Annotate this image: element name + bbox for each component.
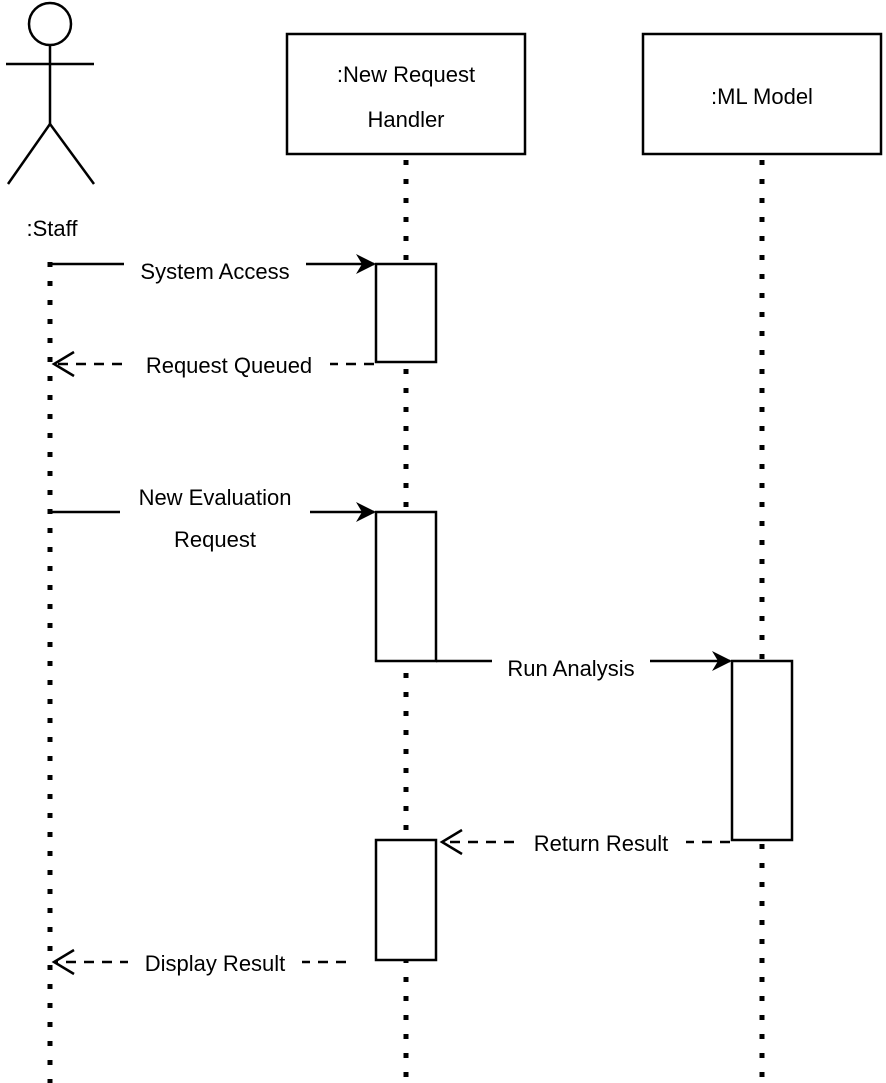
staff-actor-icon <box>6 1 96 185</box>
new-evaluation-label-line1: New Evaluation <box>139 485 292 510</box>
message-run-analysis: Run Analysis <box>436 651 732 681</box>
request-queued-label: Request Queued <box>146 353 312 378</box>
handler-activation-1 <box>374 262 438 364</box>
message-return-result: Return Result <box>439 828 730 856</box>
handler-activation-2 <box>374 510 438 663</box>
display-result-label: Display Result <box>145 951 286 976</box>
return-result-label: Return Result <box>534 831 669 856</box>
new-evaluation-label-line2: Request <box>174 527 256 552</box>
handler-activation-3 <box>374 838 438 962</box>
handler-label-line2: Handler <box>367 107 444 132</box>
staff-label: :Staff <box>27 216 79 241</box>
ml-model-participant-box <box>641 32 883 156</box>
message-system-access: System Access <box>50 254 376 284</box>
system-access-label: System Access <box>140 259 289 284</box>
ml-model-label: :ML Model <box>711 84 813 109</box>
handler-participant-box <box>285 32 527 156</box>
run-analysis-label: Run Analysis <box>507 656 634 681</box>
ml-model-activation <box>730 659 794 842</box>
message-new-evaluation-request: New Evaluation Request <box>50 485 376 552</box>
handler-label-line1: :New Request <box>337 62 475 87</box>
message-display-result: Display Result <box>51 948 346 976</box>
message-request-queued: Request Queued <box>51 350 374 378</box>
